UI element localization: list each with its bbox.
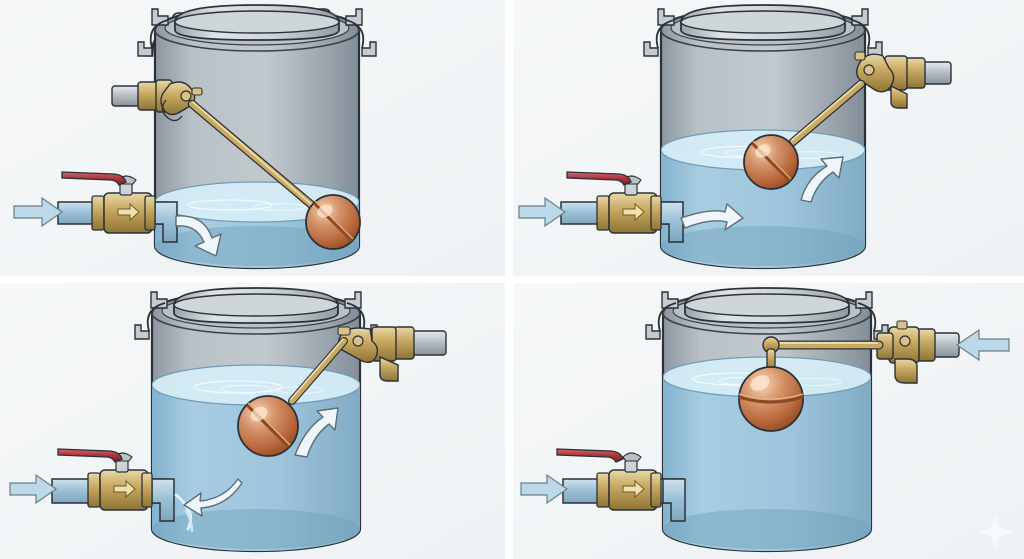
handle-clamp xyxy=(622,452,642,462)
water-volume-3 xyxy=(152,364,360,551)
float-arm-highlight xyxy=(791,81,861,141)
fill-flow-arrow xyxy=(680,203,744,231)
valve-direction-arrow xyxy=(113,479,136,499)
panel-4 xyxy=(513,283,1024,559)
float-valve-supply-stub xyxy=(411,330,447,356)
linkage-cap xyxy=(854,51,866,61)
tank-penetration xyxy=(662,478,686,522)
inlet-flow-arrow xyxy=(518,196,567,228)
float-valve-nut xyxy=(904,57,926,89)
inlet-flow-arrow xyxy=(520,473,569,505)
supply-blocked-arrow xyxy=(955,328,1010,362)
linkage-cap xyxy=(337,326,351,336)
float-arm xyxy=(289,338,347,404)
tank-lid-top xyxy=(684,293,850,317)
float-ball-specular xyxy=(317,204,333,218)
valve-union-nut xyxy=(91,195,105,231)
float-valve-supply-stub xyxy=(932,332,960,358)
valve-outlet-nut xyxy=(650,195,662,231)
float-valve-linkage xyxy=(160,81,196,116)
panel-divider-horizontal xyxy=(0,276,1024,283)
valve-outlet-nut xyxy=(141,472,153,508)
panel-1 xyxy=(0,0,505,276)
supply-line-1 xyxy=(13,171,178,243)
tank-lid-top xyxy=(174,10,340,34)
trickle-flow-arrow xyxy=(183,478,243,517)
linkage-cap xyxy=(896,320,908,330)
skirt-lug-right xyxy=(361,41,377,57)
fill-swirl-arrow xyxy=(175,215,222,257)
valve-lever-handle[interactable] xyxy=(61,171,127,186)
lid-skirt-left xyxy=(655,19,675,49)
linkage-pivot xyxy=(352,335,364,347)
tank-assembly-1 xyxy=(137,4,377,270)
float-arm-highlight xyxy=(192,101,319,211)
float-valve-assembly-2 xyxy=(743,51,952,190)
float-valve-nut xyxy=(393,326,415,360)
inlet-flow-arrow xyxy=(9,473,58,505)
lid-skirt-right xyxy=(857,302,877,332)
valve-union-nut xyxy=(596,195,610,231)
valve-union-nut xyxy=(87,472,101,508)
panel-3 xyxy=(0,283,505,559)
lid-skirt-right xyxy=(346,302,366,332)
supply-line-2 xyxy=(518,171,684,243)
panel-2 xyxy=(513,0,1024,276)
float-ball-specular xyxy=(755,144,771,158)
float-rise-arrow xyxy=(294,407,339,458)
valve-lever-handle[interactable] xyxy=(566,171,632,186)
valve-union-nut xyxy=(596,472,610,508)
float-valve-nut xyxy=(137,81,159,111)
trickle-stream-2 xyxy=(184,509,194,533)
valve-outlet-nut xyxy=(144,195,156,231)
valve-lever-handle[interactable] xyxy=(57,448,123,463)
tank-lid-top xyxy=(173,293,339,317)
valve-direction-arrow xyxy=(622,202,645,222)
skirt-lug-left xyxy=(137,41,153,57)
valve-lever-handle[interactable] xyxy=(556,448,624,463)
valve-direction-arrow xyxy=(117,202,140,222)
valve-stem xyxy=(115,459,129,473)
float-valve-drop-leg xyxy=(894,358,918,384)
lid-skirt-left xyxy=(149,19,169,49)
float-arm-highlight xyxy=(290,338,344,400)
supply-line-4 xyxy=(520,448,686,522)
tank-lid-top xyxy=(680,10,846,34)
supply-line-3 xyxy=(9,448,175,522)
linkage-pivot xyxy=(863,64,875,76)
lid-skirt-right xyxy=(851,19,871,49)
float-valve-assembly-3 xyxy=(237,326,447,457)
skirt-lug-left xyxy=(643,41,659,57)
float-valve-assembly-1 xyxy=(111,79,361,250)
lid-skirt-left xyxy=(146,302,166,332)
linkage-yoke xyxy=(161,99,183,122)
valve-outlet-nut xyxy=(650,472,662,508)
linkage-pivot xyxy=(899,335,911,347)
float-rise-arrow xyxy=(800,156,844,203)
valve-direction-arrow xyxy=(622,479,645,499)
skirt-lug-left xyxy=(645,324,661,340)
inlet-flow-arrow xyxy=(13,196,64,228)
trickle-stream xyxy=(174,493,193,531)
valve-stem xyxy=(624,459,638,473)
float-ball-seam-highlight xyxy=(738,393,804,400)
linkage-cap xyxy=(191,87,203,96)
float-valve-assembly-4 xyxy=(738,320,1010,432)
lid-skirt-right xyxy=(345,19,365,49)
valve-stem xyxy=(624,182,638,196)
valve-stem xyxy=(119,182,133,196)
float-valve-drop-leg xyxy=(379,355,399,382)
skirt-lug-left xyxy=(134,324,150,340)
float-ball-specular xyxy=(750,375,770,391)
float-arm xyxy=(790,81,864,145)
float-valve-drop-leg xyxy=(890,84,908,109)
float-ball-seam xyxy=(738,395,804,404)
float-valve-supply-stub xyxy=(111,85,141,107)
lid-skirt-left xyxy=(657,302,677,332)
linkage-pivot xyxy=(180,90,192,102)
float-ball-specular xyxy=(250,406,268,422)
